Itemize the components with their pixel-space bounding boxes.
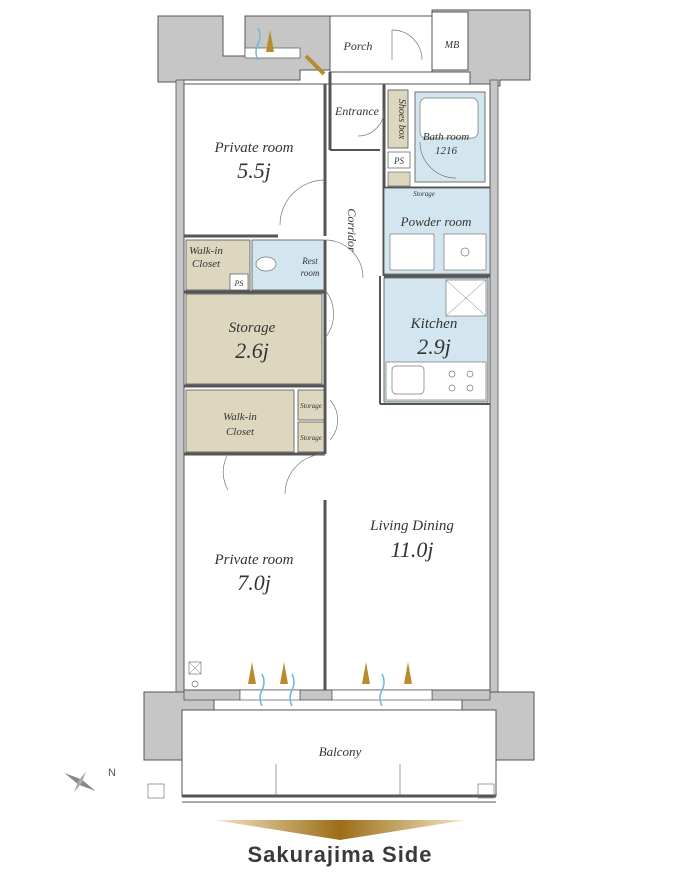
walkin-closet-2-line2: Closet — [226, 426, 255, 438]
private-room-2-size: 7.0j — [237, 570, 271, 595]
private-room-1-label: Private room — [213, 140, 293, 156]
kitchen-size: 2.9j — [417, 334, 451, 359]
rest-room-line2: room — [301, 268, 320, 278]
ps-box-2 — [229, 273, 249, 291]
walkin-closet-2 — [185, 389, 325, 453]
porch-area — [329, 11, 469, 73]
storage-room — [185, 293, 323, 385]
shoes-box — [387, 89, 409, 149]
storage-label: Storage — [229, 320, 276, 336]
compass-icon: N — [64, 767, 116, 793]
storage-small-label: Storage — [413, 190, 435, 198]
porch-label: Porch — [343, 39, 373, 53]
window-top — [244, 27, 326, 76]
walkin-closet-1-line1: Walk-in — [189, 245, 223, 257]
corridor-label: Corridor — [345, 208, 359, 252]
shoes-box-label: Shoes box — [396, 99, 407, 140]
door-swings — [222, 109, 457, 495]
bath-room-size: 1216 — [435, 145, 458, 157]
balcony-area — [147, 709, 497, 803]
kitchen — [383, 277, 489, 403]
living-dining-label: Living Dining — [369, 518, 454, 534]
vent-marker — [188, 661, 202, 688]
bath-room-label: Bath room — [423, 131, 469, 143]
rest-room — [251, 239, 325, 291]
private-room-2-label: Private room — [213, 552, 293, 568]
storage-small-box — [387, 171, 411, 187]
rest-room-line1: Rest — [301, 256, 318, 266]
storage-a-label: Storage — [300, 402, 322, 410]
mb-label: MB — [444, 40, 459, 51]
ps-label-1: PS — [393, 156, 404, 166]
ps-box-1 — [387, 151, 411, 169]
powder-room — [383, 187, 491, 275]
living-dining-size: 11.0j — [391, 537, 434, 562]
direction-arrow — [214, 820, 466, 840]
bath-room — [414, 91, 486, 183]
kitchen-label: Kitchen — [410, 316, 458, 332]
storage-size: 2.6j — [235, 338, 269, 363]
storage-b-label: Storage — [300, 434, 322, 442]
powder-room-label: Powder room — [400, 214, 472, 229]
balcony-label: Balcony — [319, 744, 362, 759]
window-bottom-right — [331, 662, 433, 707]
compass-label: N — [108, 767, 116, 779]
ps-label-2: PS — [234, 279, 244, 288]
entrance-label: Entrance — [334, 104, 380, 118]
side-label: Sakurajima Side — [247, 842, 433, 867]
private-room-1-size: 5.5j — [237, 158, 271, 183]
walkin-closet-2-line1: Walk-in — [223, 411, 257, 423]
walkin-closet-1-line2: Closet — [192, 258, 221, 270]
window-bottom-left — [239, 662, 301, 707]
